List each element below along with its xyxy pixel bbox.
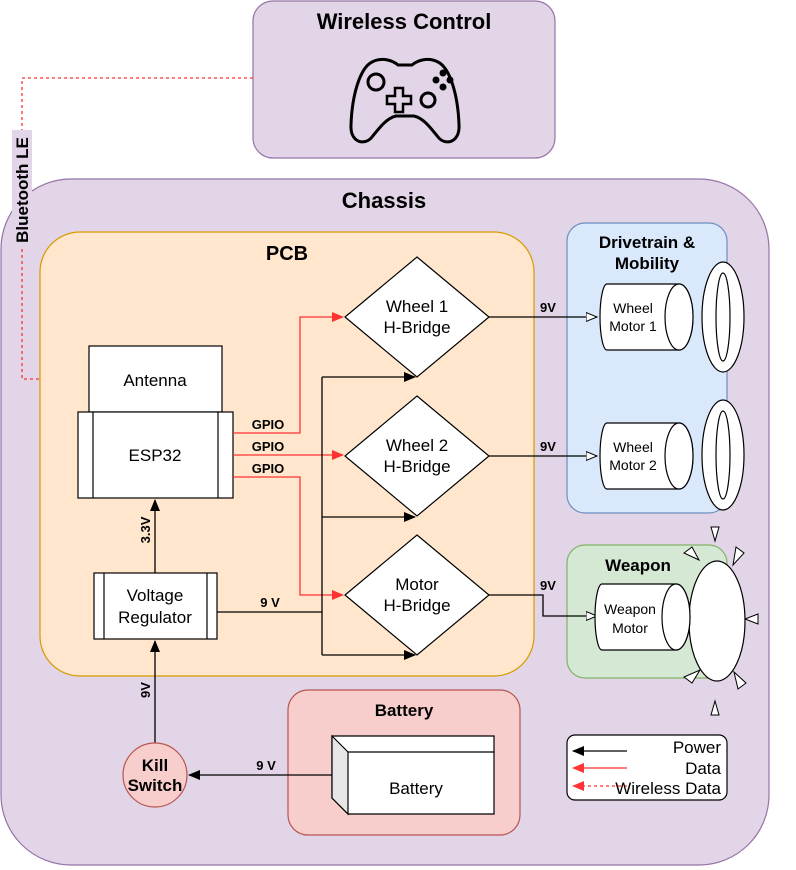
wheel2-icon — [701, 399, 745, 511]
antenna-label: Antenna — [123, 371, 187, 390]
wheel1-hbridge-line2: H-Bridge — [383, 318, 450, 337]
gpio-label-3: GPIO — [252, 461, 285, 476]
pcb-title: PCB — [266, 243, 308, 265]
weapon-motor-line2: Motor — [612, 620, 648, 636]
wheel-motor2-line1: Wheel — [613, 439, 653, 455]
motor-output-lines — [489, 317, 597, 616]
power-3v3-line: 3.3V — [138, 499, 160, 573]
wheel2-hbridge-line1: Wheel 2 — [386, 436, 448, 455]
wheel1-9v-label: 9V — [540, 300, 556, 315]
power-battery-line: 9 V — [188, 758, 332, 780]
wheel2-hbridge-line2: H-Bridge — [383, 457, 450, 476]
gamepad-icon — [349, 57, 461, 144]
bluetooth-label: Bluetooth LE — [13, 137, 32, 243]
motor-hbridge-block: Motor H-Bridge — [344, 534, 490, 656]
legend-data-label: Data — [685, 759, 721, 778]
wheel1-icon — [701, 261, 745, 373]
kill-9v-label: 9V — [138, 682, 153, 698]
wheel-motor1-block: Wheel Motor 1 — [599, 283, 694, 351]
wheel-motor1-line1: Wheel — [613, 300, 653, 316]
power-kill-line: 9V — [138, 640, 160, 743]
weapon-title: Weapon — [605, 556, 671, 575]
chassis-title: Chassis — [342, 188, 426, 213]
wheel-motor2-block: Wheel Motor 2 — [599, 422, 694, 490]
wheel-motor1-line2: Motor 1 — [609, 318, 657, 334]
weapon-motor-block: Weapon Motor — [594, 583, 691, 651]
voltage-regulator-line2: Regulator — [118, 608, 192, 627]
drivetrain-title-line1: Drivetrain & — [599, 233, 695, 252]
wheel2-hbridge-block: Wheel 2 H-Bridge — [344, 395, 490, 517]
battery-9v-label: 9 V — [256, 758, 276, 773]
motor-hbridge-line1: Motor — [395, 575, 439, 594]
weapon-motor-line1: Weapon — [604, 601, 656, 617]
battery-label: Battery — [389, 779, 443, 798]
wheel2-9v-label: 9V — [540, 439, 556, 454]
kill-switch-line2: Switch — [128, 776, 183, 795]
kill-switch-line1: Kill — [142, 756, 168, 775]
kill-switch-block: Kill Switch — [122, 742, 188, 808]
motor-hbridge-line2: H-Bridge — [383, 596, 450, 615]
esp32-label: ESP32 — [129, 446, 182, 465]
regulator-9v-label: 9 V — [260, 595, 280, 610]
wheel1-hbridge-block: Wheel 1 H-Bridge — [344, 256, 490, 378]
wheel-motor2-line2: Motor 2 — [609, 457, 657, 473]
esp32-block: ESP32 — [77, 411, 234, 499]
voltage-regulator-block: Voltage Regulator — [93, 572, 218, 640]
battery-block: Battery — [331, 734, 495, 816]
battery-group-title: Battery — [375, 701, 434, 720]
weapon-9v-label: 9V — [540, 578, 556, 593]
wheel1-hbridge-line1: Wheel 1 — [386, 297, 448, 316]
gpio-label-1: GPIO — [252, 417, 285, 432]
wireless-control-title: Wireless Control — [317, 9, 492, 34]
bluetooth-link: Bluetooth LE — [12, 77, 253, 384]
power-bus-lines — [217, 372, 416, 660]
v33-label: 3.3V — [138, 516, 153, 543]
legend-power-label: Power — [673, 738, 722, 757]
gpio-label-2: GPIO — [252, 439, 285, 454]
legend: Power Data Wireless Data — [566, 734, 728, 801]
legend-wireless-label: Wireless Data — [615, 779, 721, 798]
drivetrain-title-line2: Mobility — [615, 254, 680, 273]
voltage-regulator-line1: Voltage — [127, 586, 184, 605]
antenna-block: Antenna — [88, 345, 223, 413]
wireless-control-group: Wireless Control — [252, 0, 556, 159]
